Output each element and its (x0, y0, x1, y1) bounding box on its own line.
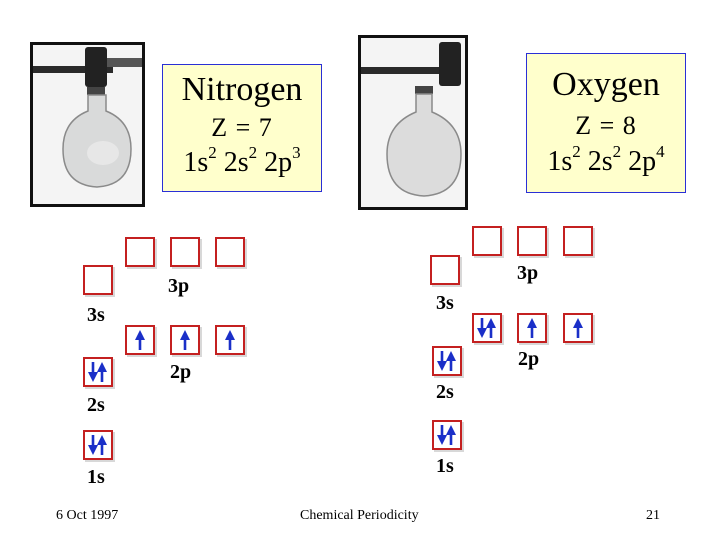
footer-title: Chemical Periodicity (300, 508, 419, 523)
nitrogen-label-1s: 1s (87, 466, 105, 488)
oxygen-orbital-2p-3 (563, 313, 593, 343)
nitrogen-orbital-1s (83, 430, 113, 460)
config-term: 2p (264, 147, 293, 178)
nitrogen-orbital-2p-1 (125, 325, 155, 355)
oxygen-orbital-2p-1 (472, 313, 502, 343)
spin-down-arrow-icon (88, 435, 98, 455)
oxygen-atomic-number: Z = 8 (575, 111, 637, 140)
nitrogen-electron-config: 1s2 2s2 2p3 (163, 144, 321, 179)
config-exponent: 2 (612, 142, 622, 161)
oxygen-orbital-3p-3 (563, 226, 593, 256)
spin-up-arrow-icon (180, 330, 190, 350)
spin-up-arrow-icon (527, 318, 537, 338)
config-exponent: 2 (208, 143, 217, 162)
nitrogen-flask-photo (30, 42, 145, 207)
oxygen-orbital-3p-1 (472, 226, 502, 256)
spin-up-arrow-icon (486, 318, 496, 338)
nitrogen-orbital-3s (83, 265, 113, 295)
nitrogen-atomic-number: Z = 7 (211, 113, 273, 142)
oxygen-orbital-3p-2 (517, 226, 547, 256)
oxygen-orbital-3s (430, 255, 460, 285)
oxygen-orbital-2p-2 (517, 313, 547, 343)
oxygen-flask-photo (358, 35, 468, 210)
config-term: 2s (587, 146, 613, 177)
nitrogen-orbital-2p-3 (215, 325, 245, 355)
spin-down-arrow-icon (88, 362, 98, 382)
spin-up-arrow-icon (446, 425, 456, 445)
nitrogen-orbital-2s (83, 357, 113, 387)
oxygen-label-3s: 3s (436, 292, 454, 314)
config-term: 1s (183, 147, 209, 178)
config-exponent: 3 (292, 143, 301, 162)
spin-up-arrow-icon (97, 362, 107, 382)
nitrogen-orbital-3p-3 (215, 237, 245, 267)
footer-page-number: 21 (646, 508, 660, 523)
oxygen-label-2p: 2p (518, 348, 540, 370)
oxygen-orbital-2s (432, 346, 462, 376)
nitrogen-label-2p: 2p (170, 361, 192, 383)
oxygen-info-box: Oxygen Z = 8 1s2 2s2 2p4 (526, 53, 686, 193)
oxygen-electron-config: 1s2 2s2 2p4 (527, 143, 685, 178)
config-term: 1s (547, 146, 573, 177)
nitrogen-label-3p: 3p (168, 275, 190, 297)
spin-up-arrow-icon (573, 318, 583, 338)
oxygen-label-1s: 1s (436, 455, 454, 477)
spin-down-arrow-icon (477, 318, 487, 338)
spin-down-arrow-icon (437, 351, 447, 371)
oxygen-label-2s: 2s (436, 381, 454, 403)
nitrogen-name: Nitrogen (181, 71, 303, 108)
spin-down-arrow-icon (437, 425, 447, 445)
spin-up-arrow-icon (446, 351, 456, 371)
nitrogen-label-3s: 3s (87, 304, 105, 326)
config-exponent: 2 (248, 143, 258, 162)
nitrogen-orbital-3p-2 (170, 237, 200, 267)
config-exponent: 4 (656, 142, 665, 161)
config-exponent: 2 (572, 142, 581, 161)
oxygen-label-3p: 3p (517, 262, 539, 284)
spin-up-arrow-icon (97, 435, 107, 455)
spin-up-arrow-icon (135, 330, 145, 350)
nitrogen-label-2s: 2s (87, 394, 105, 416)
nitrogen-info-box: Nitrogen Z = 7 1s2 2s2 2p3 (162, 64, 322, 192)
config-term: 2p (628, 146, 657, 177)
footer-date: 6 Oct 1997 (56, 508, 119, 523)
spin-up-arrow-icon (225, 330, 235, 350)
nitrogen-orbital-2p-2 (170, 325, 200, 355)
nitrogen-orbital-3p-1 (125, 237, 155, 267)
oxygen-name: Oxygen (552, 66, 660, 103)
config-term: 2s (223, 147, 249, 178)
oxygen-orbital-1s (432, 420, 462, 450)
